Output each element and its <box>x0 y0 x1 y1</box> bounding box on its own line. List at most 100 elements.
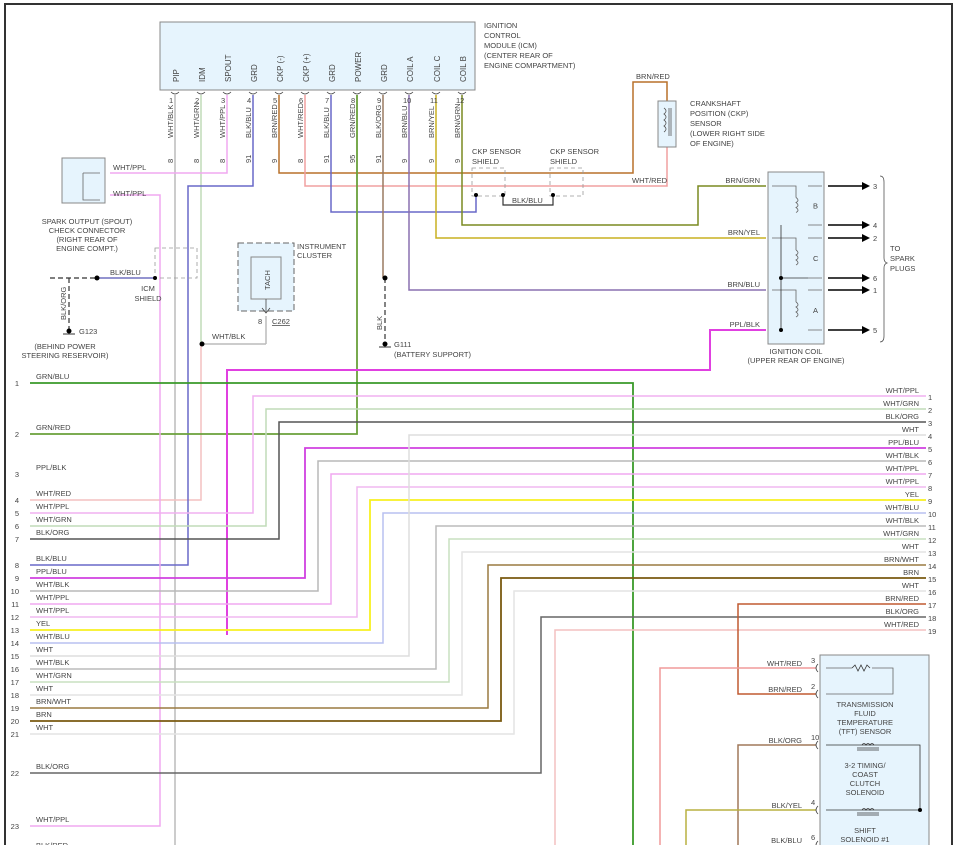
trans-wire-label: BRN/RED <box>768 685 802 694</box>
icm-pin-number: 1 <box>169 96 173 105</box>
coil-letter: B <box>813 202 818 211</box>
wire-coil-a <box>408 95 766 291</box>
to-spark-plugs: PLUGS <box>890 264 915 273</box>
coil-input-wire: BRN/BLU <box>727 280 760 289</box>
right-wire-label: BRN/WHT <box>884 555 919 564</box>
coil-title: IGNITION COIL <box>770 347 823 356</box>
ckp-shield-wire: BLK/BLU <box>512 196 543 205</box>
wire-brn-red <box>737 603 926 695</box>
right-wire-label: WHT/BLK <box>886 516 919 525</box>
spout-title: ENGINE COMPT.) <box>56 244 118 253</box>
icm-shield-ground-wire: BLK/ORG <box>59 286 68 320</box>
left-wire-label: WHT/BLK <box>36 658 69 667</box>
right-pin-number: 13 <box>928 549 936 558</box>
spout-box <box>61 157 106 204</box>
diagram-frame <box>4 3 953 845</box>
ccs-label: COAST <box>852 770 878 779</box>
wire-coil-b <box>461 95 766 226</box>
spark-plug-number: 3 <box>873 182 877 191</box>
icm-pin-number: 8 <box>351 96 355 105</box>
arrow-icon <box>862 182 870 190</box>
icm-pin-name: CKP (+) <box>302 53 311 82</box>
wire-wht-red-2 <box>659 667 816 845</box>
left-pin-number: 21 <box>11 730 19 739</box>
right-pin-number: 16 <box>928 588 936 597</box>
wire-icm-grd <box>30 95 254 566</box>
coil-letter: A <box>813 306 818 315</box>
icm-pin-number: 7 <box>325 96 329 105</box>
wire-yel <box>30 499 926 631</box>
left-pin-number: 7 <box>15 535 19 544</box>
left-wire-label: WHT/BLU <box>36 632 70 641</box>
ckp-shield-label: CKP SENSOR <box>550 147 600 156</box>
right-wire-label: PPL/BLU <box>888 438 919 447</box>
wire-ppl-blk <box>226 329 766 635</box>
icm-shield-label: ICM <box>141 284 155 293</box>
icm-pin-circuit: 8 <box>218 159 227 163</box>
trans-wire-label: WHT/RED <box>767 659 803 668</box>
icm-pin-wire: WHT/PPL <box>218 105 227 138</box>
coil-title: (UPPER REAR OF ENGINE) <box>747 356 845 365</box>
ignition-coil-box <box>767 171 825 345</box>
wire-wht-grn-2 <box>30 538 926 683</box>
left-wire-label: BLK/ORG <box>36 762 70 771</box>
left-wire-label: WHT <box>36 723 53 732</box>
left-pin-number: 14 <box>11 639 19 648</box>
wire-wht-blk-2 <box>30 525 926 670</box>
left-pin-number: 20 <box>11 717 19 726</box>
icm-pin-circuit: 91 <box>374 155 383 163</box>
spark-plug-number: 4 <box>873 221 877 230</box>
ckp-title: SENSOR <box>690 119 722 128</box>
solenoid-icon <box>861 743 875 746</box>
icm-pin-circuit: 91 <box>322 155 331 163</box>
ss1-label: SOLENOID #1 <box>840 835 889 844</box>
left-wire-label: BRN/WHT <box>36 697 71 706</box>
spark-plug-number: 5 <box>873 326 877 335</box>
wire-grn-blu <box>30 382 634 845</box>
left-pin-number: 22 <box>11 769 19 778</box>
left-pin-number: 11 <box>11 600 19 609</box>
left-wire-label: WHT/BLK <box>36 580 69 589</box>
ckp-title: POSITION (CKP) <box>690 109 749 118</box>
right-pin-number: 4 <box>928 432 932 441</box>
g111-label: G111 <box>394 340 411 349</box>
icm-pin-circuit: 91 <box>244 155 253 163</box>
left-wire-label: BRN <box>36 710 52 719</box>
icm-title: ENGINE COMPARTMENT) <box>484 61 576 70</box>
icm-pin-wire: GRN/RED <box>348 103 357 138</box>
icm-pin-number: 4 <box>247 96 251 105</box>
right-pin-number: 12 <box>928 536 936 545</box>
ckp-shield-label: SHIELD <box>472 157 500 166</box>
right-wire-label: WHT/RED <box>884 620 920 629</box>
left-wire-label: WHT <box>36 645 53 654</box>
ccs-label: CLUTCH <box>850 779 880 788</box>
right-wire-label: BRN/RED <box>885 594 919 603</box>
icm-pin-number: 2 <box>195 96 199 105</box>
icm-pin-number: 9 <box>377 96 381 105</box>
ckp-shield-label: SHIELD <box>550 157 578 166</box>
trans-wire-label: BLK/BLU <box>771 836 802 845</box>
icm-pin-name: GRD <box>380 64 389 82</box>
right-pin-number: 8 <box>928 484 932 493</box>
wire-wht-grn <box>30 408 926 527</box>
wire-wht-ppl-3 <box>30 486 926 618</box>
tft-label: TRANSMISSION <box>836 700 893 709</box>
coil-winding-icon <box>795 197 799 213</box>
left-pin-number: 10 <box>11 587 19 596</box>
g111-location: (BATTERY SUPPORT) <box>394 350 471 359</box>
icm-box <box>159 21 476 91</box>
icm-pin-wire: BRN/GRN <box>453 103 462 138</box>
coil-input-wire: BRN/GRN <box>725 176 760 185</box>
g123-label: G123 <box>79 327 97 336</box>
left-pin-number: 15 <box>11 652 19 661</box>
left-wire-label: BLK/RED <box>36 841 69 845</box>
wire-wht <box>30 434 926 657</box>
left-pin-number: 5 <box>15 509 19 518</box>
icm-pin-name: IDM <box>198 67 207 82</box>
wire-wht-ppl-2 <box>30 473 926 605</box>
icm-pin-wire: WHT/BLK <box>166 105 175 138</box>
ic-pin: 8 <box>258 317 262 326</box>
